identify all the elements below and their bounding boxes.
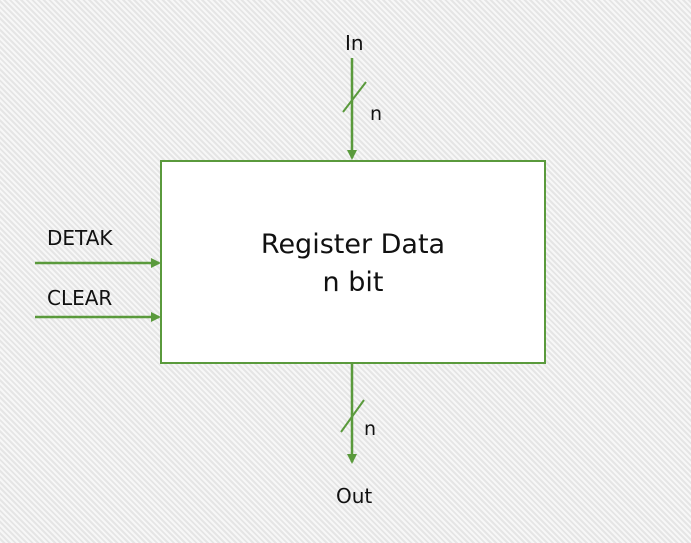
input-label: In [345, 31, 364, 55]
input-bus-width-label: n [370, 103, 383, 125]
output-bus-width-label: n [364, 418, 377, 440]
detak-label: DETAK [47, 226, 113, 250]
register-title-line2: n bit [322, 267, 384, 298]
register-title-line1: Register Data [260, 229, 446, 260]
output-label: Out [336, 484, 373, 508]
register-title: Register Data n bit [161, 226, 545, 302]
output-bus-slash [340, 399, 365, 433]
clear-label: CLEAR [47, 286, 113, 310]
register-block [160, 160, 546, 364]
input-bus-slash [342, 81, 367, 113]
